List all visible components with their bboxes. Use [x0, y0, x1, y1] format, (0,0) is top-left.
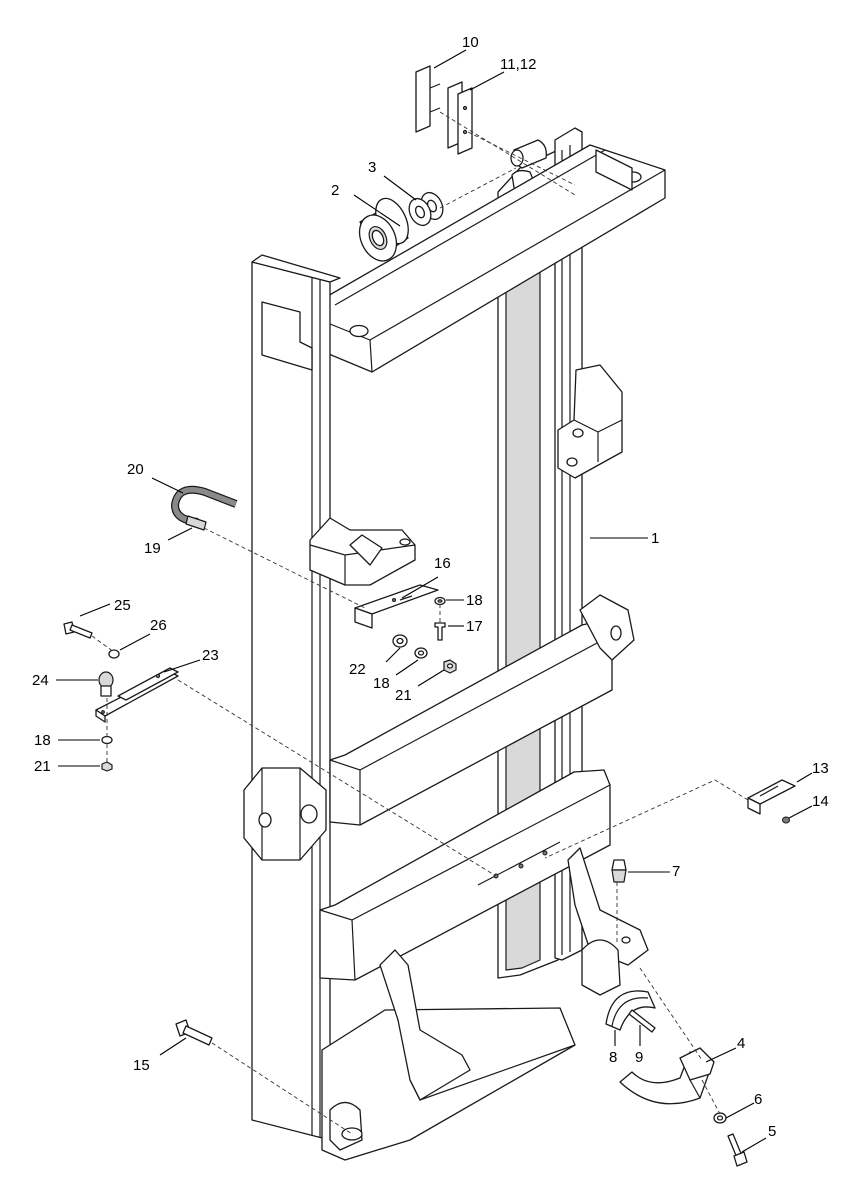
callout-9: 9: [635, 1049, 643, 1066]
callout-21-left: 21: [34, 758, 51, 775]
part-25-bolt: [63, 621, 93, 639]
bottom-base: [321, 949, 576, 1161]
part-23-bracket: [95, 667, 179, 723]
callout-2: 2: [331, 182, 339, 199]
callout-6: 6: [754, 1091, 762, 1108]
callout-18-upper: 18: [466, 592, 483, 609]
hose-guide-bracket: [309, 517, 416, 586]
part-20-u-clamp: [170, 485, 238, 526]
callout-17: 17: [466, 618, 483, 635]
callout-4: 4: [737, 1035, 745, 1052]
part-8-bushing: [605, 990, 656, 1031]
part-17-screw: [434, 622, 446, 641]
upper-right-bracket: [557, 364, 623, 479]
part-14-nut: [782, 816, 790, 824]
callout-21-middle: 21: [395, 687, 412, 704]
part-10-plate: [415, 65, 441, 133]
part-13-plate: [747, 779, 796, 815]
part-4-cap: [619, 1047, 715, 1105]
part-24-grease-fitting: [98, 671, 114, 697]
part-26-washer: [108, 649, 120, 659]
part-19-bolt: [185, 515, 207, 531]
callout-13: 13: [812, 760, 829, 777]
part-15-bolt: [175, 1019, 213, 1046]
part-6-washer: [713, 1112, 727, 1124]
callout-16: 16: [434, 555, 451, 572]
part-2-bearing: [358, 197, 409, 262]
part-21-nut-b: [101, 761, 113, 772]
callout-3: 3: [368, 159, 376, 176]
part-9-pin: [628, 1009, 656, 1033]
roller-shaft: [510, 139, 547, 169]
tilt-bracket-right: [567, 847, 649, 996]
callout-11-12: 11,12: [500, 56, 536, 73]
callout-19: 19: [144, 540, 161, 557]
part-7-grease-nipple: [611, 859, 627, 883]
callout-1: 1: [651, 530, 659, 547]
callout-18-middle: 18: [373, 675, 390, 692]
callout-labels: 1 2 3 4 5 6 7 8 9 10 11,12 13 14 15 16 1…: [32, 34, 829, 1140]
callout-18-left: 18: [34, 732, 51, 749]
roller-bracket-left: [243, 767, 327, 861]
part-3-washers: [408, 191, 444, 227]
callout-5: 5: [768, 1123, 776, 1140]
callout-25: 25: [114, 597, 131, 614]
callout-20: 20: [127, 461, 144, 478]
outer-left-post: [251, 254, 341, 1141]
callout-10: 10: [462, 34, 479, 51]
part-18-washer-a: [434, 596, 446, 606]
part-5-bolt: [727, 1133, 748, 1167]
top-crossmember: [299, 144, 666, 373]
part-18-washer-b: [414, 647, 428, 659]
callout-7: 7: [672, 863, 680, 880]
callout-22: 22: [349, 661, 366, 678]
callout-23: 23: [202, 647, 219, 664]
callout-24: 24: [32, 672, 49, 689]
assembly-lines: [91, 111, 749, 1135]
part-18-washer-c: [101, 735, 113, 745]
lower-crossbar: [319, 769, 611, 981]
upper-crossbar: [329, 594, 635, 826]
part-16-bracket: [354, 584, 439, 629]
part-21-nut-a: [443, 659, 457, 674]
callout-26: 26: [150, 617, 167, 634]
leader-lines: [56, 49, 813, 1153]
callout-14: 14: [812, 793, 829, 810]
callout-8: 8: [609, 1049, 617, 1066]
part-22-washer: [392, 634, 408, 648]
callout-15: 15: [133, 1057, 150, 1074]
part-11-12-shim: [447, 81, 473, 155]
